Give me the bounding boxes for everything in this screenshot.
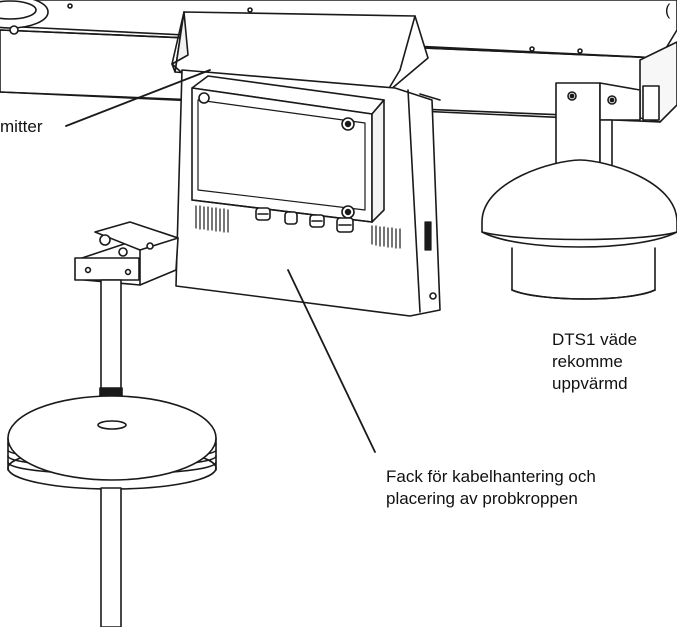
probe-lower-shaft (100, 487, 122, 627)
top-right-paren: ( (665, 0, 670, 22)
left-vents (195, 205, 229, 233)
probe-disc (7, 395, 217, 490)
transmitter-label: mitter (0, 117, 43, 136)
probe-mounting-bracket (74, 221, 179, 286)
transmitter-callout: mitter (0, 116, 43, 138)
enclosure-hood (171, 11, 429, 96)
dts1-label-line1: DTS1 väde (552, 330, 638, 349)
leader-compartment (287, 269, 376, 453)
dts1-label-line2: rekomme (552, 352, 623, 371)
dts1-label-line3: uppvärmd (552, 374, 628, 393)
compartment-label-line2: placering av probkroppen (386, 489, 578, 508)
side-vents (371, 221, 432, 251)
cable-glands (255, 207, 354, 233)
leader-transmitter (65, 69, 211, 127)
dts1-callout: DTS1 väde rekomme uppvärmd (552, 329, 637, 395)
paren-text: ( (665, 2, 671, 19)
mast-top-fragment (0, 0, 49, 35)
compartment-label-line1: Fack för kabelhantering och (386, 467, 596, 486)
transmitter-enclosure (191, 75, 385, 233)
leader-lines (65, 69, 376, 453)
dts1-radiation-shield (481, 159, 677, 300)
compartment-callout: Fack för kabelhantering och placering av… (386, 466, 596, 510)
probe-shaft (99, 279, 123, 397)
